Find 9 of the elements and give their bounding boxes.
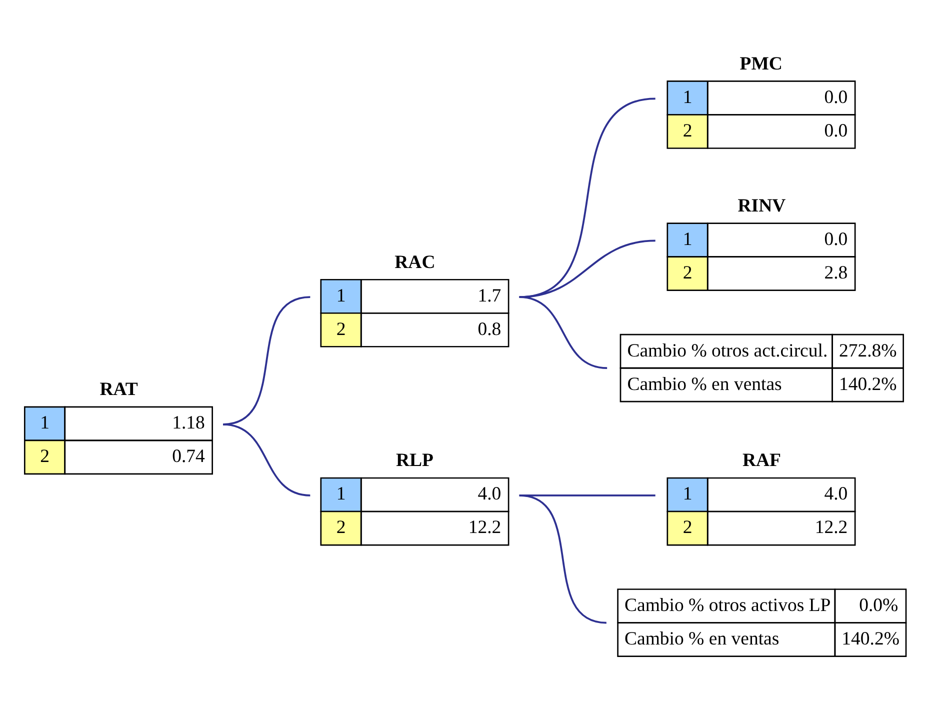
node-label: RAC [394, 252, 436, 273]
node-label: RINV [738, 196, 786, 217]
node-label: PMC [740, 53, 782, 74]
node-label: RAF [742, 450, 782, 472]
node-label: RLP [396, 450, 434, 472]
connector [519, 494, 607, 624]
connector [222, 423, 310, 496]
connector [519, 296, 608, 370]
node-label: RAT [100, 379, 138, 400]
